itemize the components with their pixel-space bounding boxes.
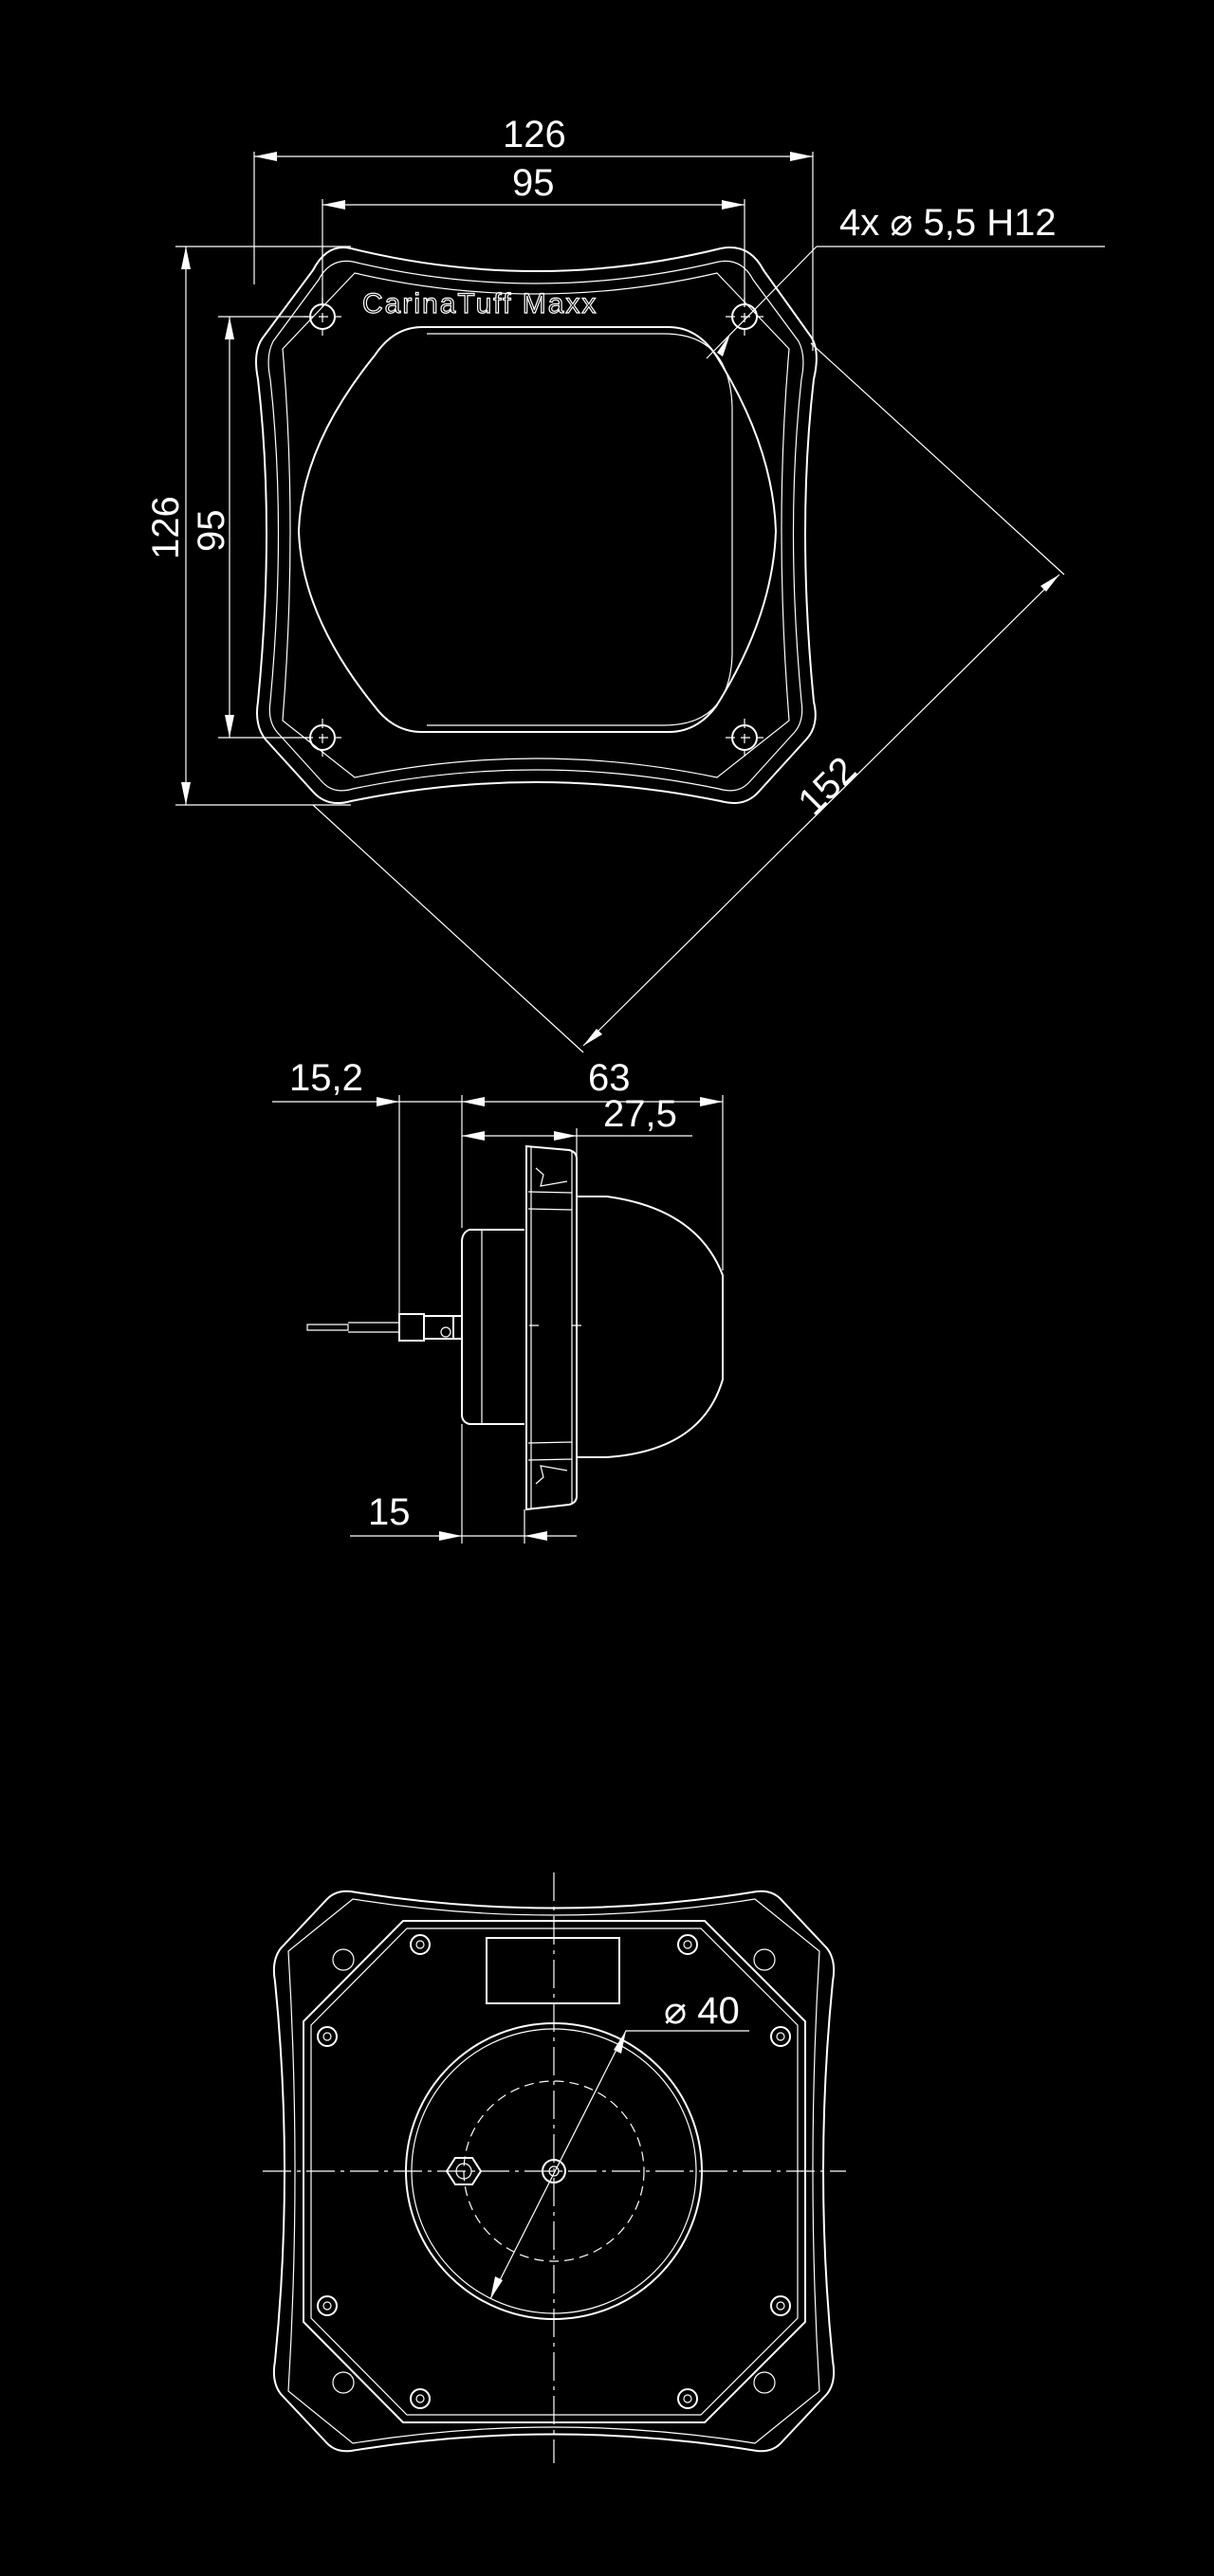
housing-outline-rear — [272, 1890, 836, 2453]
dim-hole-spacing-width: 95 — [512, 162, 555, 204]
screw-holes — [317, 1934, 791, 2409]
flange — [525, 1144, 578, 1511]
side-view: 15,2 63 27,5 15 — [272, 1057, 724, 1544]
housing-outline — [255, 247, 818, 804]
lens-dome — [577, 1196, 724, 1458]
dim-overall-height: 126 — [145, 496, 187, 559]
label-plate — [486, 1937, 620, 2004]
dim-diagonal: 152 — [790, 749, 864, 823]
dim-dome-depth: 27,5 — [603, 1093, 677, 1135]
bottom-view: ⌀ 40 — [263, 1873, 846, 2463]
dim-diameter: ⌀ 40 — [664, 1990, 740, 2032]
inner-plate — [303, 1920, 806, 2423]
cable-connector — [306, 1313, 463, 1342]
lens-window — [297, 326, 778, 733]
dim-cable-length: 15,2 — [289, 1057, 363, 1099]
dim-hole-callout: 4x ⌀ 5,5 H12 — [839, 202, 1057, 244]
brand-logo: CarinaTuff Maxx — [362, 288, 598, 320]
back-housing — [461, 1229, 524, 1425]
dim-overall-depth: 63 — [588, 1057, 631, 1099]
dim-base-depth: 15 — [368, 1491, 411, 1533]
top-view: CarinaTuff Maxx 126 95 126 95 4x ⌀ 5,5 H… — [145, 114, 1105, 1053]
mounting-holes — [304, 298, 763, 757]
dim-overall-width: 126 — [503, 114, 566, 155]
dim-hole-spacing-height: 95 — [191, 510, 232, 553]
